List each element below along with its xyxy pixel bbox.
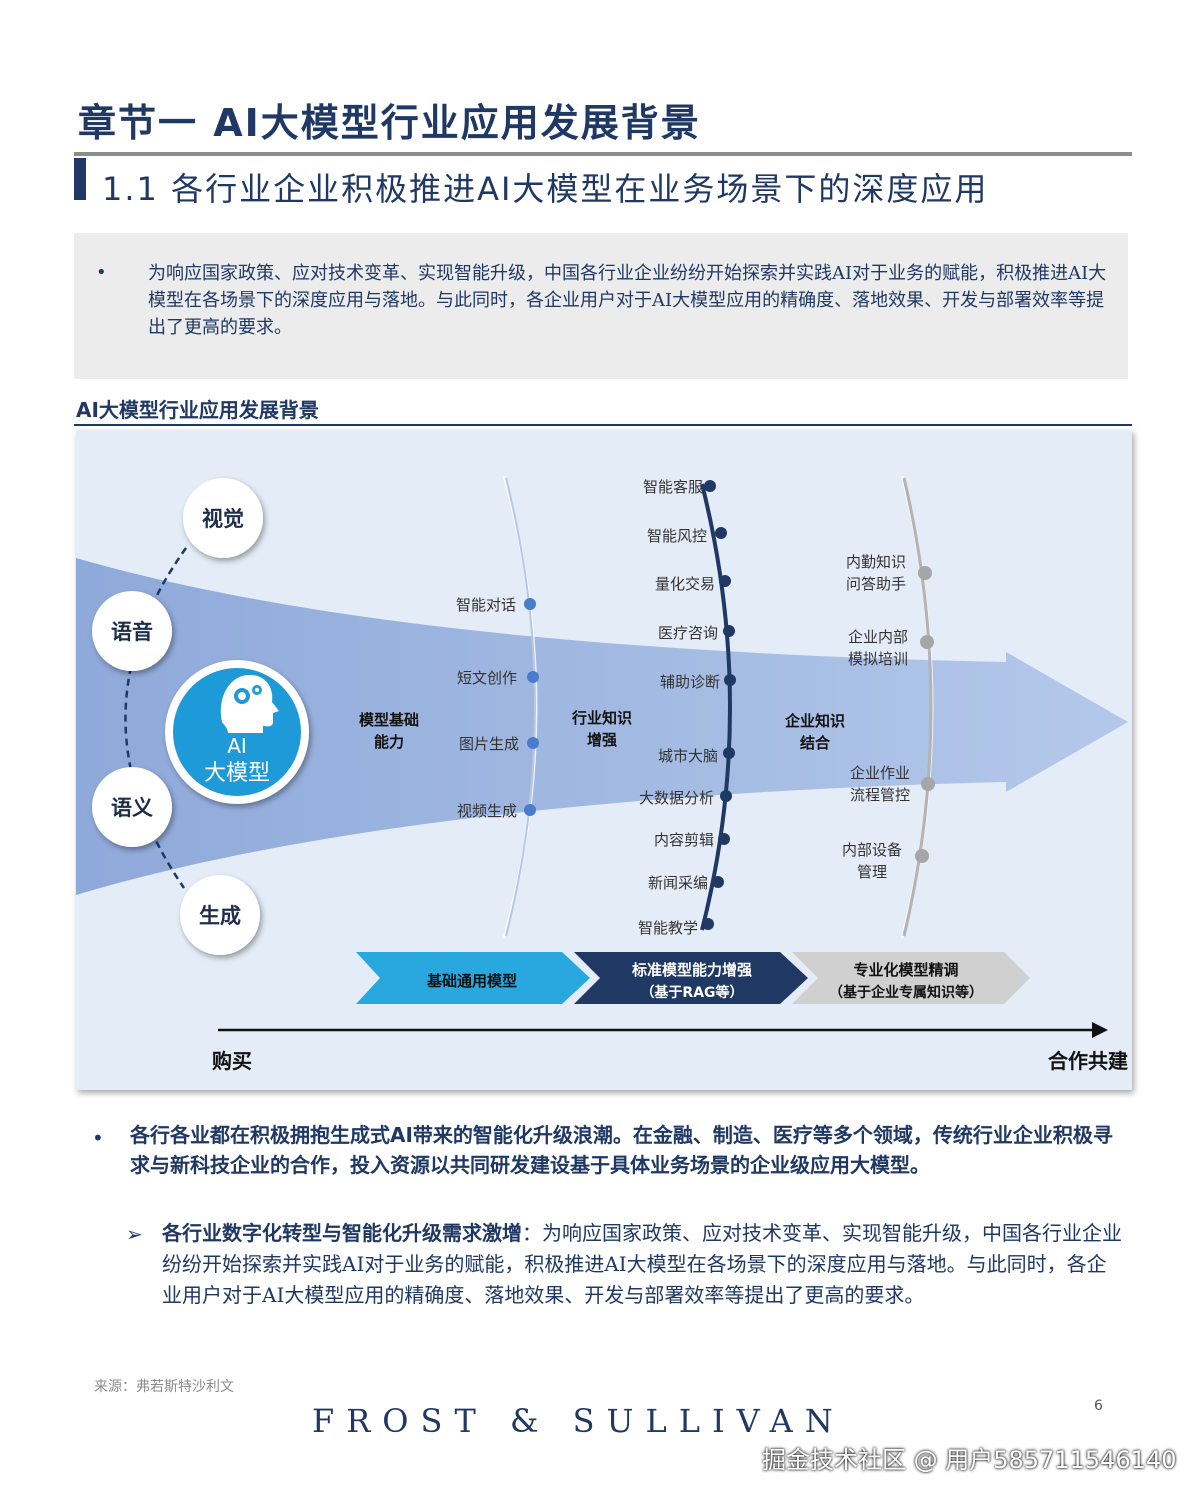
svg-text:管理: 管理 xyxy=(857,863,887,881)
intro-box xyxy=(74,233,1128,379)
capability-speech-label: 语音 xyxy=(111,620,153,644)
svg-text:智能风控: 智能风控 xyxy=(647,527,707,545)
sub-point-paragraph: 各行业数字化转型与智能化升级需求激增：为响应国家政策、应对技术变革、实现智能升级… xyxy=(162,1218,1122,1311)
frost-sullivan-logo: FROST & SULLIVAN xyxy=(312,1402,845,1440)
industry-app-1: 智能风控 xyxy=(647,527,727,545)
body-bullet: • xyxy=(92,1126,104,1150)
phase-rag: 标准模型能力增强 （基于RAG等） xyxy=(574,952,808,1004)
capability-generation-label: 生成 xyxy=(199,904,241,928)
svg-text:大数据分析: 大数据分析 xyxy=(639,789,714,807)
svg-text:内勤知识: 内勤知识 xyxy=(846,553,906,571)
column-curve-basic xyxy=(505,477,536,937)
industry-app-5: 城市大脑 xyxy=(658,747,735,765)
enterprise-app-3: 内部设备 管理 xyxy=(842,841,929,881)
chapter-title: 章节一 AI大模型行业应用发展背景 xyxy=(78,101,701,145)
svg-text:内容剪辑: 内容剪辑 xyxy=(654,831,714,849)
basic-app-video: 视频生成 xyxy=(457,802,536,820)
ai-core-label-1: AI xyxy=(227,734,247,758)
stage-label-basic-1: 模型基础 xyxy=(359,711,419,729)
capability-semantic-label: 语义 xyxy=(111,796,153,820)
svg-text:智能教学: 智能教学 xyxy=(638,919,698,937)
stage-label-enterprise-1: 企业知识 xyxy=(784,712,845,730)
intro-text: 为响应国家政策、应对技术变革、实现智能升级，中国各行业企业纷纷开始探索并实践AI… xyxy=(148,263,1107,338)
sub-point-arrow: ➢ xyxy=(126,1222,143,1246)
capability-visual: 视觉 xyxy=(183,478,263,558)
svg-text:企业作业: 企业作业 xyxy=(850,764,910,782)
svg-text:（基于RAG等）: （基于RAG等） xyxy=(640,984,743,1001)
industry-app-4: 辅助诊断 xyxy=(660,673,736,691)
sub-point-title: 各行业数字化转型与智能化升级需求激增 xyxy=(162,1221,522,1245)
svg-text:专业化模型精调: 专业化模型精调 xyxy=(853,961,958,979)
title-divider xyxy=(74,152,1132,156)
svg-text:图片生成: 图片生成 xyxy=(459,735,519,753)
axis-end-label: 合作共建 xyxy=(1048,1049,1128,1073)
column-curve-enterprise xyxy=(902,477,933,937)
page-number: 6 xyxy=(1094,1398,1103,1414)
enterprise-app-2: 企业作业 流程管控 xyxy=(850,764,935,804)
head-gear-icon xyxy=(220,674,279,733)
svg-text:视频生成: 视频生成 xyxy=(457,802,517,820)
industry-app-0: 智能客服 xyxy=(643,478,716,496)
section-title: 1.1 各行业企业积极推进AI大模型在业务场景下的深度应用 xyxy=(102,170,989,208)
svg-text:城市大脑: 城市大脑 xyxy=(658,747,718,765)
figure-caption: AI大模型行业应用发展背景 xyxy=(76,398,319,422)
source-note: 来源：弗若斯特沙利文 xyxy=(94,1379,234,1395)
industry-app-8: 新闻采编 xyxy=(648,874,724,892)
stage-label-enterprise-2: 结合 xyxy=(800,734,831,752)
svg-text:新闻采编: 新闻采编 xyxy=(648,874,708,892)
svg-text:（基于企业专属知识等）: （基于企业专属知识等） xyxy=(829,984,983,1001)
development-diagram: 视觉 语音 语义 生成 AI 大模型 xyxy=(76,430,1132,1090)
intro-bullet: • xyxy=(96,262,107,283)
svg-text:企业内部: 企业内部 xyxy=(848,628,908,646)
basic-app-writing: 短文创作 xyxy=(457,669,539,687)
capability-semantic: 语义 xyxy=(92,767,172,847)
svg-text:医疗咨询: 医疗咨询 xyxy=(658,624,718,642)
svg-text:基础通用模型: 基础通用模型 xyxy=(426,972,517,990)
svg-text:量化交易: 量化交易 xyxy=(655,575,715,593)
svg-text:智能对话: 智能对话 xyxy=(456,596,516,614)
sub-point-text: ：为响应国家政策、应对技术变革、实现智能升级，中国各行业企业纷纷开始探索并实践A… xyxy=(162,1221,1122,1307)
stage-label-basic-2: 能力 xyxy=(374,733,404,751)
phase-finetune: 专业化模型精调 （基于企业专属知识等） xyxy=(792,952,1030,1004)
body-paragraph: 各行各业都在积极拥抱生成式AI带来的智能化升级浪潮。在金融、制造、医疗等多个领域… xyxy=(130,1123,1113,1177)
funnel-arrow xyxy=(76,558,1128,895)
industry-app-3: 医疗咨询 xyxy=(658,624,735,642)
ai-core: AI 大模型 xyxy=(165,660,309,804)
industry-app-2: 量化交易 xyxy=(655,575,731,593)
svg-text:内部设备: 内部设备 xyxy=(842,841,902,859)
ai-core-label-2: 大模型 xyxy=(204,761,270,786)
stage-label-industry-1: 行业知识 xyxy=(571,709,632,727)
basic-app-dialogue: 智能对话 xyxy=(456,596,536,614)
svg-text:辅助诊断: 辅助诊断 xyxy=(660,673,720,691)
column-curve-industry xyxy=(700,483,732,931)
svg-text:标准模型能力增强: 标准模型能力增强 xyxy=(631,961,752,979)
industry-app-7: 内容剪辑 xyxy=(654,831,730,849)
svg-text:短文创作: 短文创作 xyxy=(457,669,517,687)
enterprise-app-0: 内勤知识 问答助手 xyxy=(846,553,932,593)
industry-app-9: 智能教学 xyxy=(638,918,714,937)
capability-generation: 生成 xyxy=(180,875,260,955)
capability-visual-label: 视觉 xyxy=(202,507,244,531)
basic-app-image: 图片生成 xyxy=(459,735,539,753)
section-marker xyxy=(74,158,86,200)
figure-caption-divider xyxy=(74,424,1132,426)
axis-start-label: 购买 xyxy=(212,1049,252,1073)
phase-basic: 基础通用模型 xyxy=(356,952,590,1004)
svg-text:流程管控: 流程管控 xyxy=(850,786,910,804)
svg-text:智能客服: 智能客服 xyxy=(643,478,703,496)
diagram-canvas: 视觉 语音 语义 生成 AI 大模型 xyxy=(76,475,1128,1073)
svg-text:模拟培训: 模拟培训 xyxy=(848,650,908,668)
svg-text:问答助手: 问答助手 xyxy=(846,575,906,593)
watermark: 掘金技术社区 @ 用户585711546140 xyxy=(762,1446,1177,1474)
industry-app-6: 大数据分析 xyxy=(639,789,732,807)
capability-speech: 语音 xyxy=(92,591,172,671)
stage-label-industry-2: 增强 xyxy=(587,731,617,749)
capability-arc xyxy=(124,547,188,889)
enterprise-app-1: 企业内部 模拟培训 xyxy=(848,628,934,668)
progress-axis-arrowhead xyxy=(1092,1022,1108,1038)
